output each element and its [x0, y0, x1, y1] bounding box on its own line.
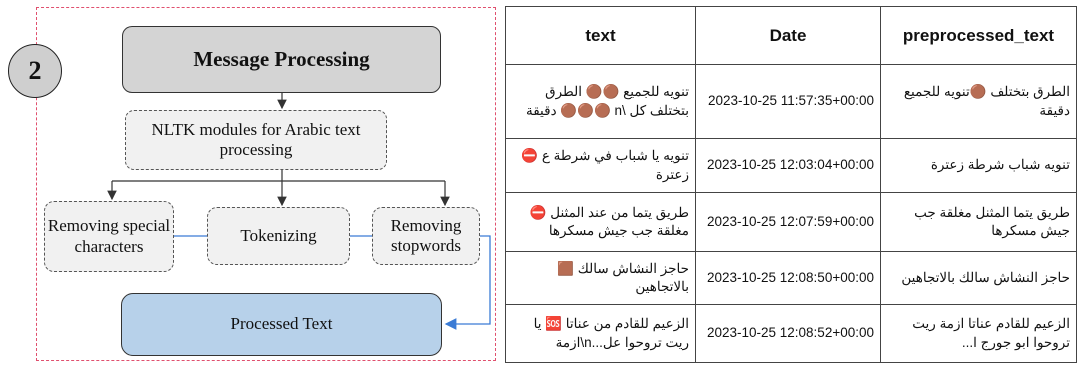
- cell-text: طريق يتما من عند المثنل ⛔ مغلقة جب جيش م…: [505, 192, 696, 252]
- cell-text: الزعيم للقادم من عناتا 🆘 يا ريت تروحوا ع…: [505, 304, 696, 363]
- table-row: تنويه يا شباب في شرطة ع ⛔ زعترة 2023-10-…: [505, 138, 1077, 193]
- table-row: تنويه للجميع 🟤🟤 الطرق بتختلف كل \n 🟤🟤🟤 د…: [505, 64, 1077, 139]
- cell-preprocessed-text: الطرق بتختلف 🟤تنويه للجميع دقيقة: [880, 64, 1077, 139]
- arrow-to-processed-text: [444, 235, 491, 330]
- message-processing-box: Message Processing: [122, 26, 441, 93]
- table-row: الزعيم للقادم من عناتا 🆘 يا ريت تروحوا ع…: [505, 304, 1077, 363]
- cell-date: 2023-10-25 12:03:04+00:00: [695, 138, 881, 193]
- cell-date: 2023-10-25 11:57:35+00:00: [695, 64, 881, 139]
- messages-table: text Date preprocessed_text تنويه للجميع…: [505, 6, 1077, 363]
- processing-diagram: 2 Message Processing NLTK modules for Ar…: [8, 7, 496, 361]
- cell-date: 2023-10-25 12:08:50+00:00: [695, 251, 881, 305]
- table-header-row: text Date preprocessed_text: [505, 6, 1077, 65]
- processed-text-box: Processed Text: [121, 293, 442, 356]
- column-header-preprocessed-text: preprocessed_text: [880, 6, 1077, 65]
- cell-text: تنويه للجميع 🟤🟤 الطرق بتختلف كل \n 🟤🟤🟤 د…: [505, 64, 696, 139]
- cell-preprocessed-text: طريق يتما المثنل مغلقة جب جيش مسكرها: [880, 192, 1077, 252]
- cell-date: 2023-10-25 12:07:59+00:00: [695, 192, 881, 252]
- diagram-connectors: [107, 93, 491, 330]
- removing-stopwords-box: Removing stopwords: [372, 207, 480, 265]
- removing-special-characters-box: Removing special characters: [44, 201, 174, 272]
- cell-preprocessed-text: الزعيم للقادم عناتا ازمة ريت تروحوا ابو …: [880, 304, 1077, 363]
- column-header-text: text: [505, 6, 696, 65]
- step-number-badge: 2: [8, 44, 62, 98]
- cell-text: حاجز النشاش سالك 🟫 بالاتجاهين: [505, 251, 696, 305]
- column-header-date: Date: [695, 6, 881, 65]
- cell-preprocessed-text: حاجز النشاش سالك بالاتجاهين: [880, 251, 1077, 305]
- nltk-modules-box: NLTK modules for Arabic text processing: [125, 110, 387, 170]
- tokenizing-box: Tokenizing: [207, 207, 350, 265]
- table-row: حاجز النشاش سالك 🟫 بالاتجاهين 2023-10-25…: [505, 251, 1077, 305]
- cell-preprocessed-text: تنويه شباب شرطة زعترة: [880, 138, 1077, 193]
- table-row: طريق يتما من عند المثنل ⛔ مغلقة جب جيش م…: [505, 192, 1077, 252]
- cell-date: 2023-10-25 12:08:52+00:00: [695, 304, 881, 363]
- cell-text: تنويه يا شباب في شرطة ع ⛔ زعترة: [505, 138, 696, 193]
